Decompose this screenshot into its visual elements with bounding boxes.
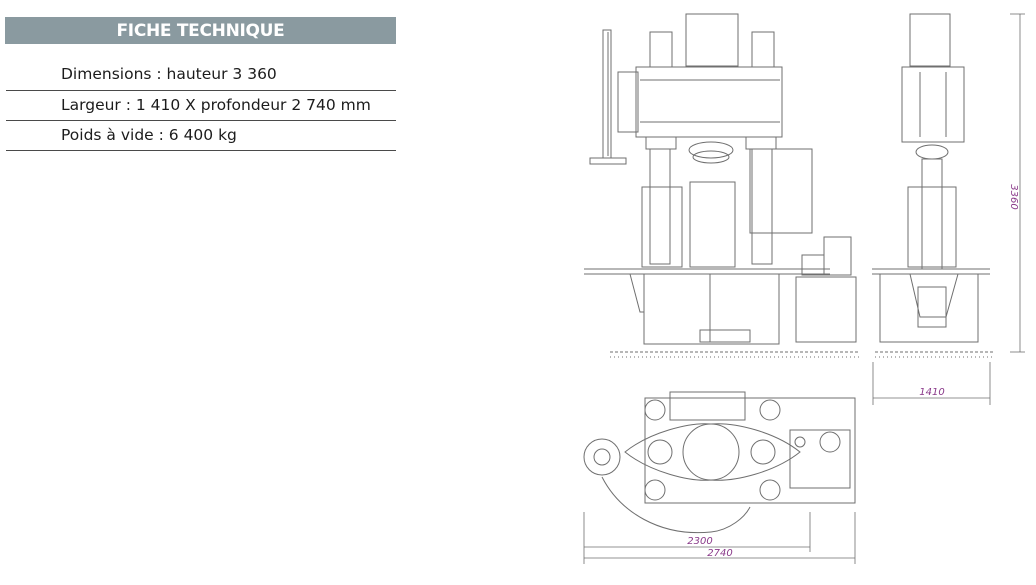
dim-depth-total-label: 2740 [707,548,732,559]
technical-drawing: 3360 1410 2300 2740 [583,13,1025,564]
dim-height-label: 3360 [1008,184,1019,209]
dim-width-label: 1410 [919,387,944,398]
section-header: FICHE TECHNIQUE [5,17,396,44]
dimension-lines [583,13,1025,564]
side-view [872,13,995,358]
section-title: FICHE TECHNIQUE [116,21,285,41]
spec-row-dimensions: Dimensions : hauteur 3 360 [6,60,396,91]
spec-row-weight: Poids à vide : 6 400 kg [6,121,396,151]
front-view [584,13,860,358]
spec-list: Dimensions : hauteur 3 360 Largeur : 1 4… [6,60,396,151]
dim-depth-inner-label: 2300 [687,536,712,547]
spec-row-width-depth: Largeur : 1 410 X profondeur 2 740 mm [6,91,396,121]
top-view [583,391,856,534]
